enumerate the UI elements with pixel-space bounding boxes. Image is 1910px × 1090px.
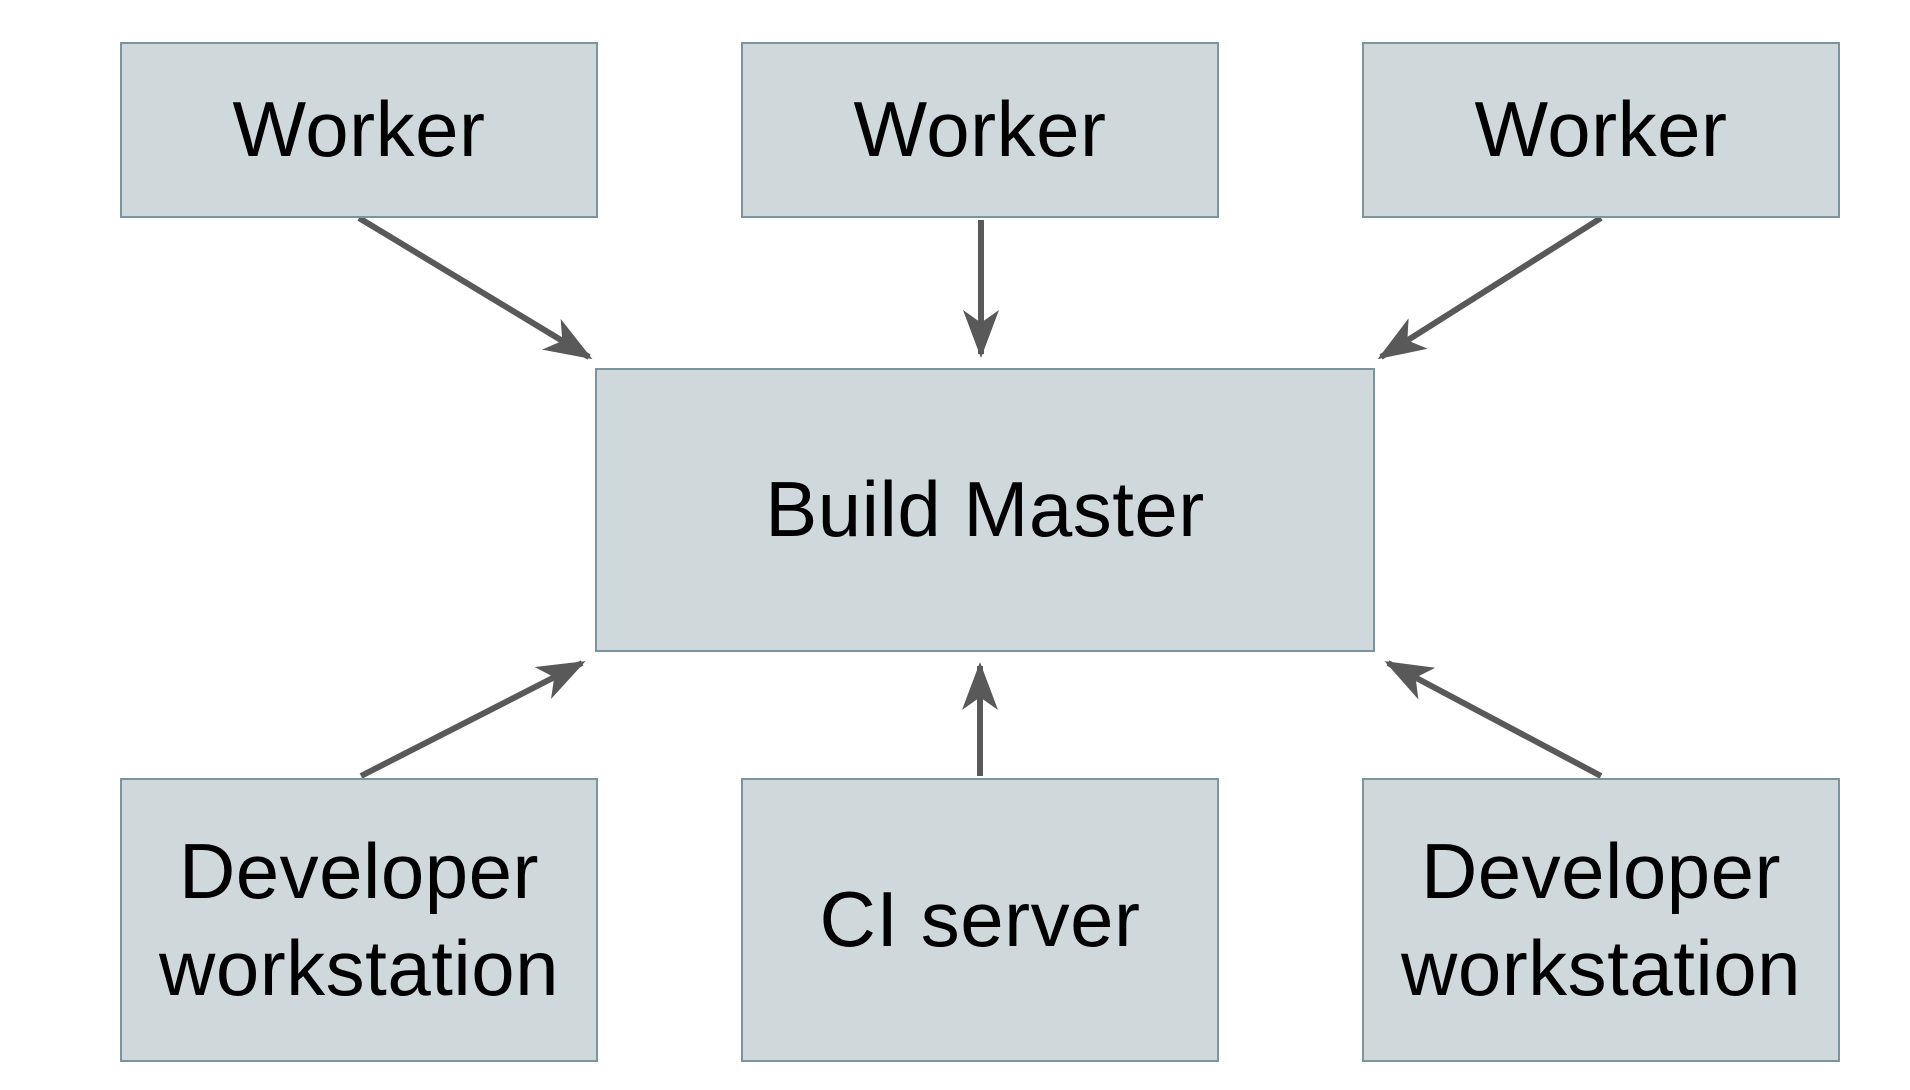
node-worker-3-label: Worker xyxy=(1474,85,1728,174)
node-worker-1: Worker xyxy=(120,42,598,218)
node-worker-2-label: Worker xyxy=(853,85,1107,174)
node-developer-workstation-2-label: Developer workstation xyxy=(1401,826,1801,1013)
node-worker-2: Worker xyxy=(741,42,1219,218)
node-worker-1-label: Worker xyxy=(232,85,486,174)
edge-devworkstation2-to-buildmaster xyxy=(1384,660,1603,779)
node-developer-workstation-2: Developer workstation xyxy=(1362,778,1840,1062)
node-developer-workstation-1: Developer workstation xyxy=(120,778,598,1062)
node-developer-workstation-1-label: Developer workstation xyxy=(159,826,559,1013)
edge-worker3-to-buildmaster xyxy=(1377,215,1603,360)
node-ci-server-label: CI server xyxy=(819,875,1141,964)
edge-worker1-to-buildmaster xyxy=(357,215,593,360)
node-build-master: Build Master xyxy=(595,368,1375,652)
node-build-master-label: Build Master xyxy=(765,465,1205,554)
node-ci-server: CI server xyxy=(741,778,1219,1062)
edge-devworkstation1-to-buildmaster xyxy=(359,660,586,779)
node-worker-3: Worker xyxy=(1362,42,1840,218)
